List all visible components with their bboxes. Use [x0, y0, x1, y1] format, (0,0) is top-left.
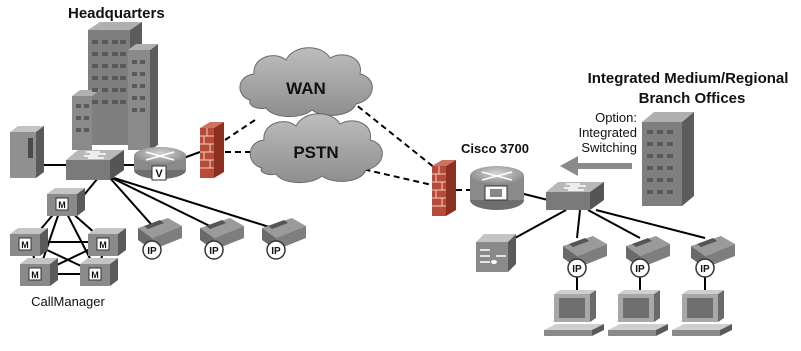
svg-text:IP: IP: [635, 264, 645, 275]
branch-switch-icon: [546, 182, 604, 210]
server-icon: [10, 126, 44, 178]
callmanager-server-icon: M: [88, 228, 126, 256]
callmanager-server-icon: M: [20, 258, 58, 286]
pc-icon: [672, 290, 732, 336]
option-label: Option:: [595, 110, 637, 125]
svg-text:M: M: [58, 200, 66, 210]
wan-cloud-icon: WAN: [239, 47, 373, 117]
voice-services-module-icon: [476, 234, 516, 272]
svg-text:IP: IP: [271, 246, 281, 257]
pc-icon: [608, 290, 668, 336]
callmanager-server-icon: M: [47, 188, 85, 216]
ip-phone-icon: IP: [563, 236, 607, 278]
svg-text:M: M: [99, 240, 107, 250]
cisco-3700-label: Cisco 3700: [461, 141, 529, 156]
callmanager-label: CallManager: [31, 294, 105, 309]
router-v-label: V: [155, 168, 163, 180]
svg-text:M: M: [21, 240, 29, 250]
branch-title-line1: Integrated Medium/Regional: [588, 70, 789, 87]
cisco-3700-router-icon: [470, 166, 524, 210]
pstn-cloud-icon: PSTN: [249, 113, 383, 183]
links: [29, 151, 706, 298]
branch-firewall-icon: [432, 160, 456, 216]
branch-title-line2: Branch Offices: [639, 90, 746, 107]
option-integrated-label: Integrated: [578, 125, 637, 140]
branch-building-icon: [642, 112, 694, 206]
voice-router-icon: V: [134, 147, 186, 181]
pc-icon: [544, 290, 604, 336]
hq-switch-icon: [66, 150, 124, 180]
ip-phone-icon: IP: [138, 218, 182, 260]
ip-phone-icon: IP: [262, 218, 306, 260]
pstn-label: PSTN: [293, 143, 338, 162]
headquarters-label: Headquarters: [68, 5, 165, 22]
svg-text:M: M: [31, 270, 39, 280]
callmanager-cluster: M M M M M: [10, 188, 126, 286]
svg-text:IP: IP: [572, 264, 582, 275]
svg-text:IP: IP: [700, 264, 710, 275]
callmanager-server-icon: M: [80, 258, 118, 286]
callmanager-server-icon: M: [10, 228, 48, 256]
branch-ip-phones: IP IP IP: [563, 236, 735, 278]
hq-ip-phones: IP IP IP: [138, 218, 306, 260]
branch-pcs: [544, 290, 732, 336]
option-arrow-icon: [560, 156, 632, 176]
hq-firewall-icon: [200, 122, 224, 178]
headquarters-building-icon: [72, 22, 158, 150]
ip-phone-icon: IP: [200, 218, 244, 260]
svg-text:M: M: [91, 270, 99, 280]
svg-text:IP: IP: [209, 246, 219, 257]
wan-label: WAN: [286, 79, 326, 98]
ip-phone-icon: IP: [626, 236, 670, 278]
svg-text:IP: IP: [147, 246, 157, 257]
ip-phone-icon: IP: [691, 236, 735, 278]
option-switching-label: Switching: [581, 140, 637, 155]
